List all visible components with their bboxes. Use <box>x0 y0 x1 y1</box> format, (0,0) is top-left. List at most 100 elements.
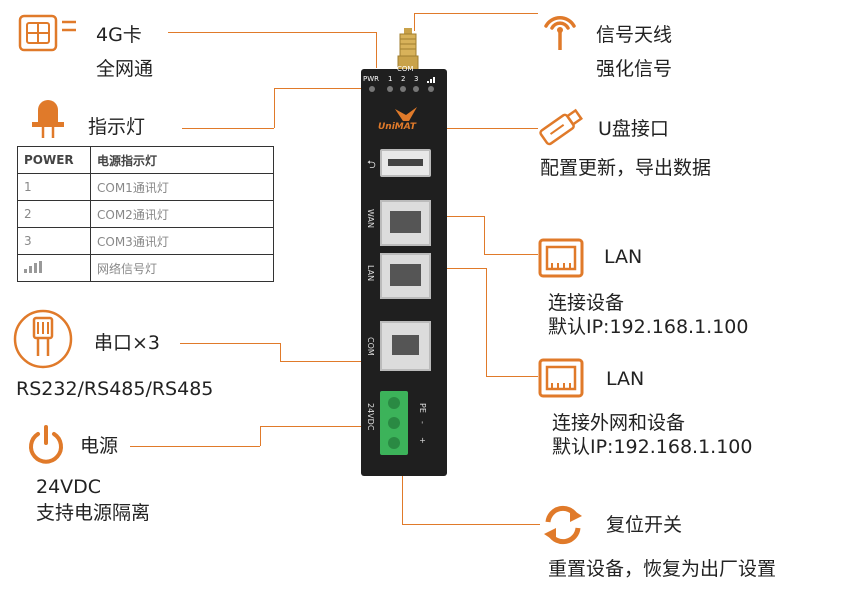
usb-title: U盘接口 <box>598 118 669 140</box>
port-cavity <box>390 264 421 286</box>
leader-line <box>486 376 538 377</box>
lan1-title: LAN <box>604 246 643 268</box>
usb-port-slot <box>388 159 423 166</box>
table-cell: 3 <box>17 227 91 255</box>
leader-line <box>402 524 540 525</box>
leader-line <box>280 343 281 361</box>
antenna-connector <box>397 28 419 71</box>
leader-line <box>432 268 486 269</box>
sim-subtitle: 全网通 <box>96 58 154 80</box>
leader-line <box>280 361 380 362</box>
leader-line <box>484 216 485 254</box>
power-subtitle-1: 24VDC <box>36 476 102 498</box>
power-title: 电源 <box>80 435 119 457</box>
reset-subtitle: 重置设备，恢复为出厂设置 <box>548 558 777 580</box>
leader-line <box>414 13 538 14</box>
led-label-2: 2 <box>401 75 406 83</box>
leader-line <box>412 128 538 129</box>
table-row: 网络信号灯 <box>17 254 274 282</box>
leader-line <box>486 268 487 376</box>
signal-bars-icon <box>24 260 42 273</box>
table-row: 2 COM2通讯灯 <box>17 200 274 228</box>
leader-line <box>484 254 538 255</box>
table-cell: COM1通讯灯 <box>90 173 274 201</box>
port-cavity <box>390 211 421 233</box>
ethernet-icon <box>538 236 584 280</box>
power-input-label: 24VDC <box>366 403 375 431</box>
lan1-subtitle-1: 连接设备 <box>548 292 625 314</box>
leader-line <box>260 426 380 427</box>
usb-port[interactable] <box>380 149 431 177</box>
brand-logo-icon <box>395 107 417 121</box>
lan-port[interactable] <box>380 253 431 299</box>
led-label-1: 1 <box>388 75 393 83</box>
leader-line <box>274 88 368 89</box>
lan2-subtitle-1: 连接外网和设备 <box>552 412 686 434</box>
table-cell: 网络信号灯 <box>90 254 274 282</box>
leader-line <box>414 13 415 31</box>
pe-label: PE <box>418 403 427 413</box>
usb-symbol-icon: ⮌ <box>367 158 376 171</box>
table-row: 1 COM1通讯灯 <box>17 173 274 201</box>
indicator-lamp-icon <box>28 98 68 140</box>
leader-line <box>402 476 403 524</box>
table-row: POWER 电源指示灯 <box>17 146 274 174</box>
table-cell: 1 <box>17 173 91 201</box>
leader-line <box>432 216 484 217</box>
table-row: 3 COM3通讯灯 <box>17 227 274 255</box>
sim-title: 4G卡 <box>96 24 142 46</box>
leader-line <box>182 128 274 129</box>
ethernet-icon <box>538 356 584 400</box>
leader-line <box>260 426 261 446</box>
power-terminal[interactable] <box>380 391 408 455</box>
indicator-title: 指示灯 <box>88 116 146 138</box>
leader-line <box>130 446 260 447</box>
table-cell: 电源指示灯 <box>90 146 274 174</box>
serial-title: 串口×3 <box>94 332 161 354</box>
lan-label: LAN <box>366 265 375 282</box>
antenna-icon <box>538 8 582 52</box>
com-port[interactable] <box>380 321 431 371</box>
sim-card-icon <box>18 14 80 54</box>
minus-label: - <box>418 421 427 424</box>
wan-label: WAN <box>366 209 375 228</box>
wan-port[interactable] <box>380 200 431 246</box>
power-icon <box>26 424 66 464</box>
gateway-device: COM PWR 1 2 3 UniMAT ⮌ WAN LAN COM 24VDC… <box>361 65 447 476</box>
com-port-label: COM <box>366 337 375 356</box>
led-pwr <box>369 86 375 92</box>
lan2-subtitle-2: 默认IP:192.168.1.100 <box>552 436 753 458</box>
terminal-screw <box>388 417 400 429</box>
leader-line <box>274 88 275 128</box>
lan1-subtitle-2: 默认IP:192.168.1.100 <box>548 316 749 338</box>
led-signal <box>428 86 434 92</box>
table-cell: POWER <box>17 146 91 174</box>
signal-bars-cell <box>17 254 91 282</box>
usb-subtitle: 配置更新，导出数据 <box>540 157 712 179</box>
indicator-table: POWER 电源指示灯 1 COM1通讯灯 2 COM2通讯灯 3 COM3通讯… <box>17 146 274 282</box>
antenna-title: 信号天线 <box>596 24 673 46</box>
port-cavity <box>392 335 419 355</box>
plus-label: + <box>418 437 427 444</box>
reset-title: 复位开关 <box>606 514 683 536</box>
usb-drive-icon <box>536 104 588 148</box>
terminal-screw <box>388 397 400 409</box>
serial-subtitle: RS232/RS485/RS485 <box>16 378 214 400</box>
led-com3 <box>413 86 419 92</box>
terminal-screw <box>388 437 400 449</box>
reset-icon <box>540 502 586 548</box>
leader-line <box>376 32 377 68</box>
led-label-3: 3 <box>414 75 419 83</box>
leader-line <box>180 343 280 344</box>
brand-logo: UniMAT <box>378 122 416 132</box>
leader-line <box>168 32 376 33</box>
antenna-subtitle: 强化信号 <box>596 58 673 80</box>
led-com2 <box>400 86 406 92</box>
com-led-label: COM <box>397 65 414 73</box>
pwr-led-label: PWR <box>363 75 380 83</box>
signal-led-icon <box>427 77 435 83</box>
power-subtitle-2: 支持电源隔离 <box>36 502 151 524</box>
led-com1 <box>387 86 393 92</box>
table-cell: 2 <box>17 200 91 228</box>
table-cell: COM3通讯灯 <box>90 227 274 255</box>
